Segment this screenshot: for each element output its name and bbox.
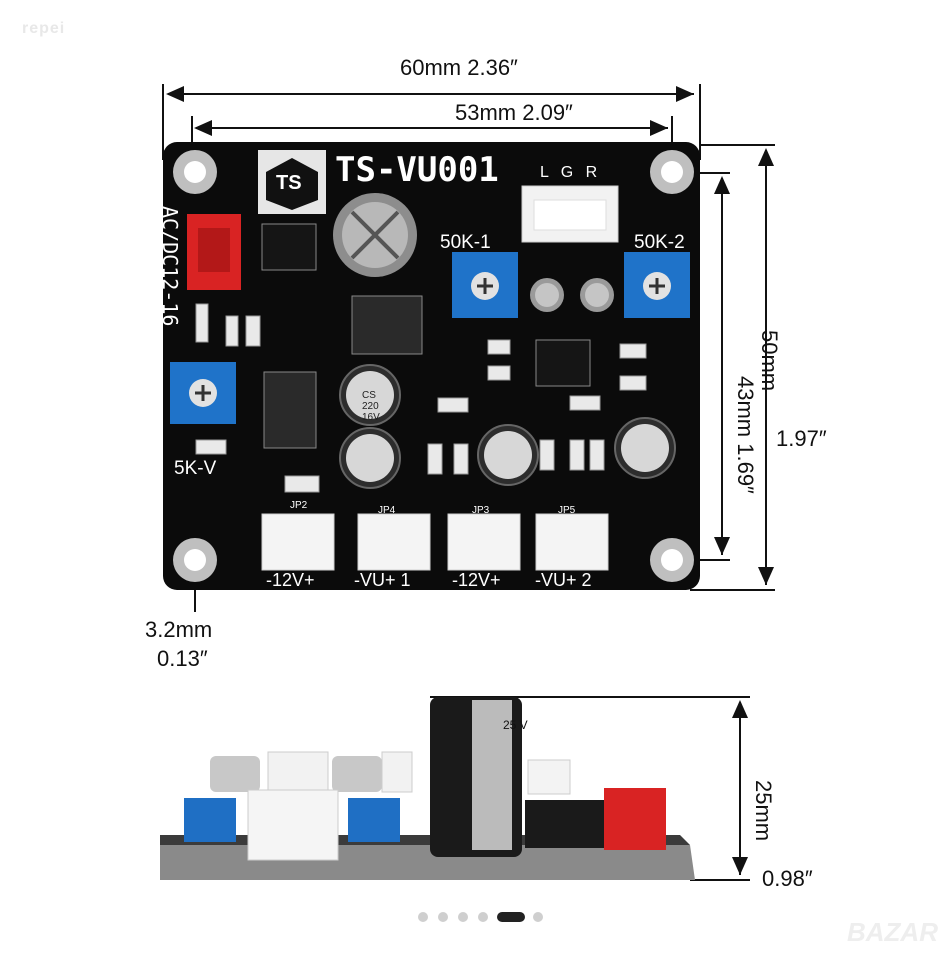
pot-small-label: 5K-V <box>174 458 217 479</box>
dim-thickness-in: 0.98″ <box>762 866 813 891</box>
carousel-dot[interactable] <box>533 912 543 922</box>
connector-id: JP5 <box>558 505 576 516</box>
connector-label: -12V+ <box>452 570 501 590</box>
connector-label: -12V+ <box>266 570 315 590</box>
dimension-lines <box>162 84 775 881</box>
input-pin-labels: L G R <box>540 164 598 181</box>
dim-width-outer: 60mm 2.36″ <box>400 55 518 80</box>
regulator-u2 <box>263 371 317 449</box>
carousel-dot-active[interactable] <box>497 912 525 922</box>
connector-label: -VU+ 2 <box>535 570 592 590</box>
pcb-board <box>163 142 700 590</box>
carousel-dot[interactable] <box>478 912 488 922</box>
cap-text: CS 220 16V <box>362 390 380 423</box>
carousel-dot[interactable] <box>418 912 428 922</box>
pot-right-label: 50K-2 <box>634 232 685 253</box>
connector-id: JP4 <box>378 505 396 516</box>
dim-height-outer-in: 1.97″ <box>776 426 827 451</box>
bottom-connectors <box>261 513 609 571</box>
dim-hole-mm: 3.2mm <box>145 617 213 642</box>
dim-hole-in: 0.13″ <box>157 646 208 671</box>
brand-watermark: BAZAR <box>847 917 938 947</box>
pot-left-label: 50K-1 <box>440 232 491 253</box>
connector-label: -VU+ 1 <box>354 570 411 590</box>
watermark-text: repei <box>22 20 66 37</box>
dim-thickness-mm: 25mm <box>751 780 776 842</box>
connector-id: JP3 <box>472 505 490 516</box>
board-title: TS-VU001 <box>335 150 499 190</box>
side-view-board <box>160 697 695 880</box>
mounting-holes <box>173 150 694 582</box>
cap-side-text: 25 V <box>503 718 528 732</box>
carousel-dot[interactable] <box>458 912 468 922</box>
dim-width-holes: 53mm 2.09″ <box>455 100 573 125</box>
logo-text: TS <box>276 172 302 194</box>
carousel-dot[interactable] <box>438 912 448 922</box>
ic-u3 <box>535 339 591 387</box>
connector-id: JP2 <box>290 500 308 511</box>
dim-height-holes: 43mm 1.69″ <box>733 376 758 494</box>
dim-height-outer-mm: 50mm <box>757 330 782 392</box>
regulator-u1 <box>351 295 423 355</box>
power-label: AC/DC12-16 <box>158 206 182 327</box>
